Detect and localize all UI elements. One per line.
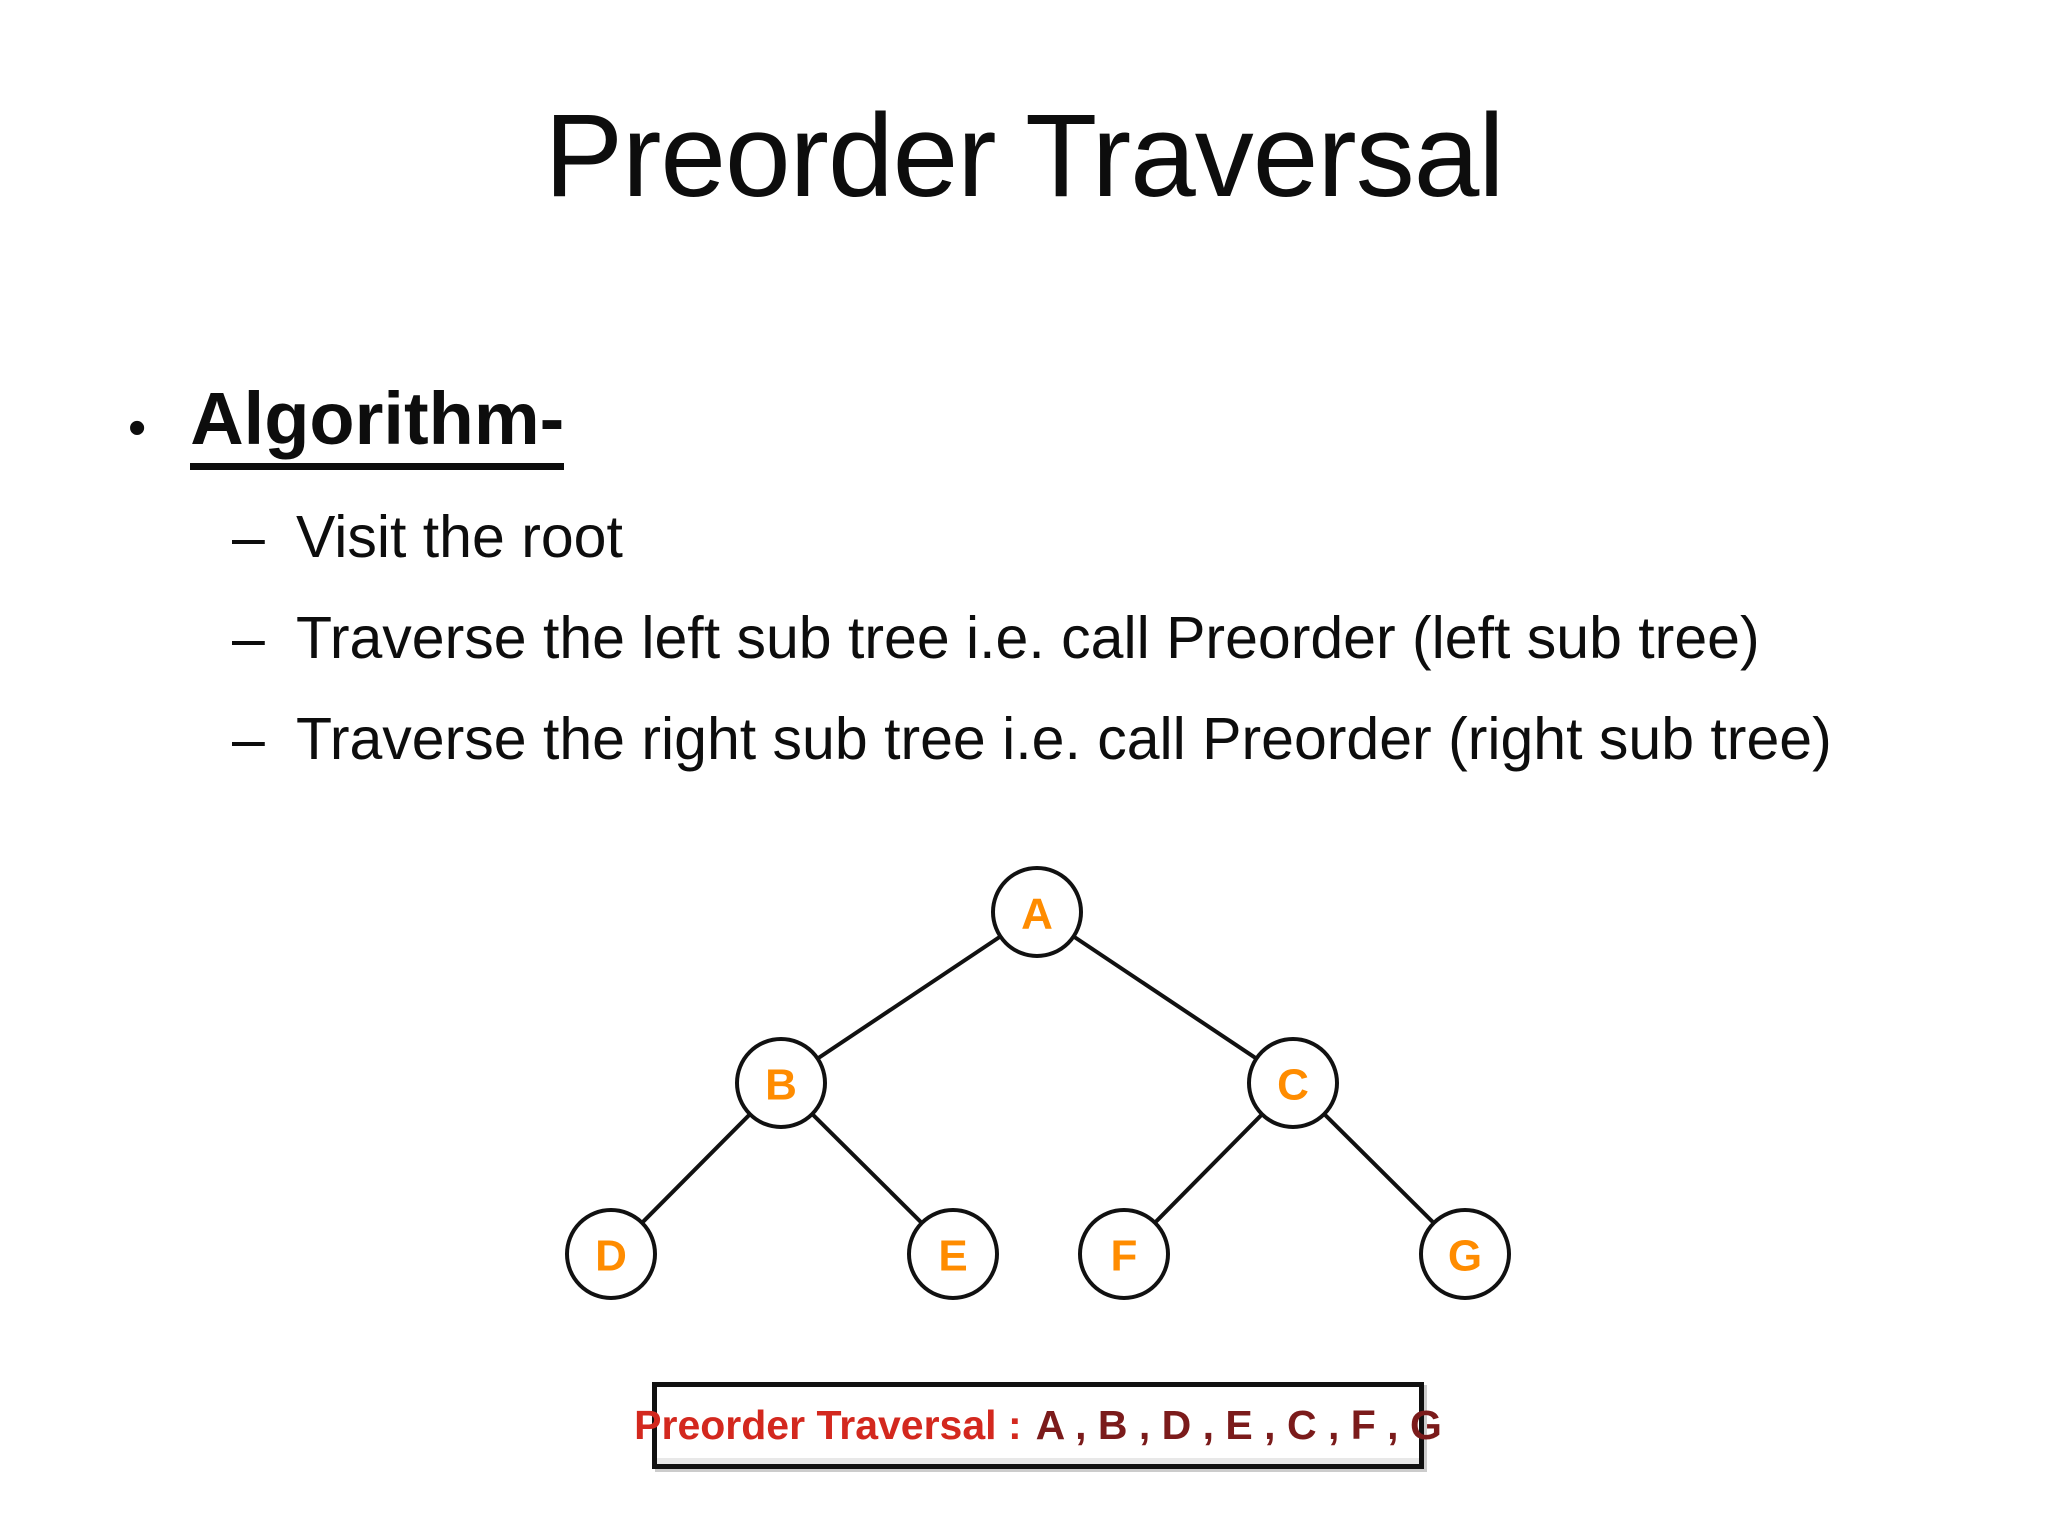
algorithm-step-text: Traverse the right sub tree i.e. call Pr… — [296, 705, 1832, 772]
node-label: C — [1277, 1061, 1309, 1110]
algorithm-step-text: Traverse the left sub tree i.e. call Pre… — [296, 604, 1760, 671]
node-label: F — [1111, 1232, 1138, 1281]
bullet-item-algorithm: • Algorithm- — [128, 378, 565, 471]
dash-marker: – — [232, 503, 265, 570]
tree-node-C: C — [1247, 1037, 1339, 1129]
page-title: Preorder Traversal — [544, 90, 1504, 222]
node-circle — [565, 1208, 657, 1300]
node-label: E — [938, 1232, 967, 1281]
node-circle — [907, 1208, 999, 1300]
bullet-label: Algorithm- — [190, 378, 565, 471]
traversal-result-sequence: A , B , D , E , C , F , G — [1035, 1402, 1442, 1448]
node-circle — [1078, 1208, 1170, 1300]
algorithm-steps: – Visit the root – Traverse the left sub… — [232, 486, 1982, 789]
traversal-result-box: Preorder Traversal : A , B , D , E , C ,… — [634, 1382, 1442, 1469]
tree-node-B: B — [735, 1037, 827, 1129]
algorithm-step-2: – Traverse the left sub tree i.e. call P… — [232, 587, 1982, 688]
tree-node-A: A — [991, 866, 1083, 958]
node-circle — [735, 1037, 827, 1129]
node-label: A — [1021, 890, 1053, 939]
dash-marker: – — [232, 705, 265, 772]
node-circle — [1247, 1037, 1339, 1129]
node-circle — [1419, 1208, 1511, 1300]
node-label: G — [1448, 1232, 1482, 1281]
tree-node-D: D — [565, 1208, 657, 1300]
node-circle — [991, 866, 1083, 958]
edge-A-C — [1035, 910, 1295, 1085]
bullet-marker: • — [128, 399, 147, 458]
algorithm-step-3: – Traverse the right sub tree i.e. call … — [232, 688, 1982, 789]
node-label: B — [765, 1061, 797, 1110]
algorithm-step-1: – Visit the root — [232, 486, 1982, 587]
algorithm-step-text: Visit the root — [296, 503, 623, 570]
dash-marker: – — [232, 604, 265, 671]
tree-node-F: F — [1078, 1208, 1170, 1300]
traversal-result-label: Preorder Traversal : — [634, 1402, 1022, 1448]
edge-A-B — [779, 910, 1039, 1085]
tree-node-G: G — [1419, 1208, 1511, 1300]
node-label: D — [595, 1232, 627, 1281]
tree-node-E: E — [907, 1208, 999, 1300]
